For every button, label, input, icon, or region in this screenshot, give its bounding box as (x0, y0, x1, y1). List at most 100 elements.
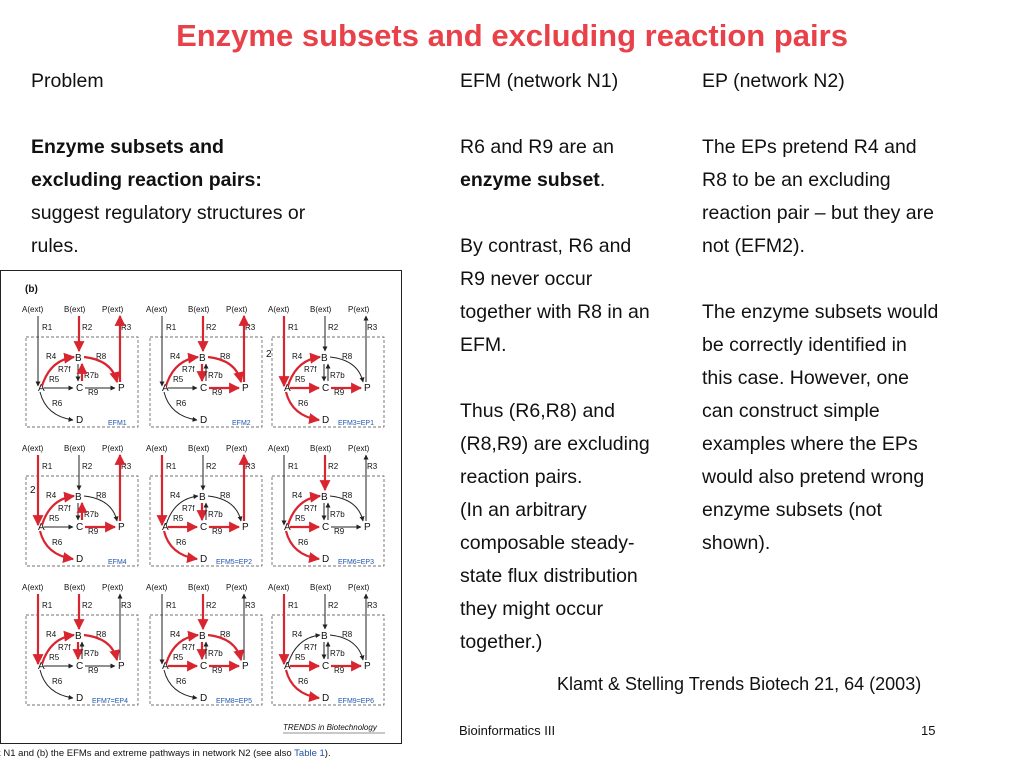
reaction-label-r4: R4 (170, 630, 181, 639)
reaction-r6 (284, 391, 321, 424)
reaction-r6 (39, 669, 74, 700)
node-label-a-ext: A(ext) (22, 305, 44, 314)
ep-p2-line: be correctly identified in (702, 334, 907, 356)
reaction-r6 (163, 391, 198, 422)
system-boundary (149, 614, 263, 706)
node-a: A (162, 383, 169, 394)
reaction-label-r4: R4 (170, 491, 181, 500)
node-b: B (75, 631, 82, 642)
reaction-r6 (284, 530, 321, 563)
node-p: P (242, 522, 249, 533)
node-c: C (76, 661, 83, 672)
efm-label: EFM7=EP4 (92, 698, 128, 705)
efm-p1-line1: R6 and R9 are an (460, 136, 614, 158)
reaction-label-r3: R3 (121, 323, 132, 332)
reaction-label-r7f: R7f (182, 643, 195, 652)
reaction-r4 (40, 491, 76, 526)
reaction-label-r8: R8 (342, 630, 353, 639)
node-p: P (118, 522, 125, 533)
reaction-label-r4: R4 (46, 491, 57, 500)
efm-p4-line: composable steady- (460, 532, 635, 554)
reaction-label-r6: R6 (298, 538, 309, 547)
reaction-label-r3: R3 (367, 462, 378, 471)
reaction-label-r7b: R7b (84, 371, 99, 380)
node-d: D (322, 554, 329, 565)
reaction-label-r2: R2 (328, 323, 339, 332)
reaction-label-r4: R4 (170, 352, 181, 361)
node-label-b-ext: B(ext) (64, 583, 86, 592)
footer-course: Bioinformatics III (459, 723, 556, 738)
problem-bold-line-1: Enzyme subsets and (31, 136, 224, 158)
figure-source: TRENDS in Biotechnology (283, 723, 378, 732)
reaction-label-r8: R8 (96, 630, 107, 639)
reaction-label-r7f: R7f (58, 643, 71, 652)
node-p: P (118, 661, 125, 672)
node-d: D (200, 554, 207, 565)
node-c: C (200, 661, 207, 672)
reaction-label-r9: R9 (88, 666, 99, 675)
reaction-label-r3: R3 (245, 323, 256, 332)
node-a: A (284, 661, 291, 672)
reaction-label-r2: R2 (82, 601, 93, 610)
reaction-label-r7b: R7b (330, 510, 345, 519)
ep-p1-line: The EPs pretend R4 and (702, 136, 917, 158)
node-label-a-ext: A(ext) (268, 305, 290, 314)
reaction-label-r3: R3 (121, 462, 132, 471)
reaction-label-r1: R1 (288, 462, 299, 471)
reaction-label-r8: R8 (96, 352, 107, 361)
reaction-label-r6: R6 (52, 538, 63, 547)
reaction-label-r6: R6 (52, 677, 63, 686)
reaction-label-r8: R8 (96, 491, 107, 500)
node-p: P (364, 383, 371, 394)
node-label-b-ext: B(ext) (188, 444, 210, 453)
reaction-r8 (83, 495, 119, 522)
efm-p1-line2: enzyme subset. (460, 169, 606, 191)
node-label-a-ext: A(ext) (146, 444, 168, 453)
efm-p4-line: they might occur (460, 598, 604, 620)
node-c: C (200, 383, 207, 394)
reaction-label-r5: R5 (295, 514, 306, 523)
reaction-label-r2: R2 (206, 601, 217, 610)
table-link[interactable]: Table 1 (294, 748, 325, 759)
reaction-label-r4: R4 (46, 630, 57, 639)
node-a: A (162, 661, 169, 672)
reaction-label-r5: R5 (295, 653, 306, 662)
node-label-b-ext: B(ext) (188, 583, 210, 592)
node-p: P (242, 383, 249, 394)
efm-p3-line: Thus (R6,R8) and (460, 400, 615, 422)
reaction-r4 (40, 630, 76, 665)
reaction-label-r5: R5 (173, 375, 184, 384)
reaction-label-r2: R2 (328, 462, 339, 471)
ep-p2-line: examples where the EPs (702, 433, 918, 455)
ep-p2-line: The enzyme subsets would (702, 301, 939, 323)
system-boundary (149, 336, 263, 428)
ep-column: EP (network N2) The EPs pretend R4 and R… (702, 65, 1002, 560)
problem-bold-line-2: excluding reaction pairs: (31, 169, 262, 191)
reaction-r4 (286, 352, 322, 387)
problem-column: Problem Enzyme subsets and excluding rea… (31, 65, 381, 263)
node-b: B (321, 353, 328, 364)
ep-p2-line: enzyme subsets (not (702, 499, 882, 521)
reaction-label-r7f: R7f (304, 504, 317, 513)
reaction-label-r2: R2 (82, 462, 93, 471)
reaction-label-r9: R9 (88, 527, 99, 536)
multiplicity-marker: 2 (30, 485, 36, 496)
efm-p4-line: together.) (460, 631, 543, 653)
reaction-label-r6: R6 (52, 399, 63, 408)
reaction-label-r5: R5 (49, 514, 60, 523)
reaction-label-r9: R9 (212, 388, 223, 397)
reaction-label-r4: R4 (292, 352, 303, 361)
node-b: B (75, 492, 82, 503)
ep-p2-line: can construct simple (702, 400, 880, 422)
reaction-label-r3: R3 (245, 462, 256, 471)
reaction-r8 (329, 495, 365, 522)
reaction-r4 (286, 491, 322, 526)
node-d: D (76, 554, 83, 565)
reaction-label-r4: R4 (292, 491, 303, 500)
ep-p2-line: shown). (702, 532, 771, 554)
